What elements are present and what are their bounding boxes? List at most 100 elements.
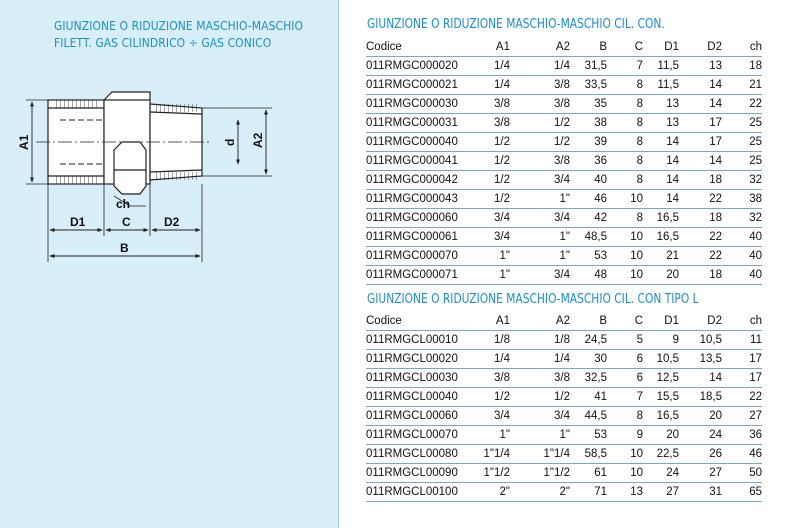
cell-ch: 17 bbox=[749, 372, 762, 384]
header-b: B bbox=[570, 312, 607, 331]
cell-b: 33,5 bbox=[584, 79, 607, 91]
header-a2: A2 bbox=[510, 312, 570, 331]
cell-a1: 1"1/2 bbox=[483, 467, 510, 479]
cell-codice: 011RMGCL00080 bbox=[366, 448, 458, 460]
header-d2: D2 bbox=[679, 38, 722, 57]
cell-codice: 011RMGC000061 bbox=[366, 231, 458, 243]
cell-b: 41 bbox=[594, 391, 607, 403]
header-codice: Codice bbox=[366, 38, 470, 57]
cell-d1: 13 bbox=[666, 117, 679, 129]
cell-c: 13 bbox=[630, 486, 643, 498]
cell-d2: 24 bbox=[709, 429, 722, 441]
cell-c: 6 bbox=[636, 372, 643, 384]
label-ch: ch bbox=[116, 197, 130, 211]
cell-d2: 14 bbox=[709, 98, 722, 110]
cell-codice: 011RMGCL00010 bbox=[366, 334, 458, 346]
header-c: C bbox=[607, 312, 643, 331]
cell-b: 30 bbox=[594, 353, 607, 365]
cell-d2: 22 bbox=[709, 250, 722, 262]
cell-ch: 17 bbox=[749, 353, 762, 365]
cell-codice: 011RMGC000031 bbox=[366, 117, 458, 129]
cell-c: 8 bbox=[636, 98, 643, 110]
cell-c: 10 bbox=[630, 448, 643, 460]
cell-d1: 14 bbox=[666, 193, 679, 205]
cell-c: 8 bbox=[636, 155, 643, 167]
cell-d2: 18 bbox=[709, 174, 722, 186]
cell-b: 48 bbox=[594, 269, 607, 281]
cell-ch: 27 bbox=[749, 410, 762, 422]
cell-d2: 14 bbox=[709, 155, 722, 167]
cell-d2: 18 bbox=[709, 212, 722, 224]
cell-c: 8 bbox=[636, 410, 643, 422]
cell-ch: 25 bbox=[749, 155, 762, 167]
cell-codice: 011RMGC000040 bbox=[366, 136, 458, 148]
cell-d1: 9 bbox=[672, 334, 679, 346]
cell-a1: 1" bbox=[499, 250, 510, 262]
cell-c: 10 bbox=[630, 467, 643, 479]
cell-a1: 1" bbox=[499, 429, 510, 441]
cell-codice: 011RMGC000041 bbox=[366, 155, 458, 167]
cell-codice: 011RMGC000043 bbox=[366, 193, 458, 205]
cell-a2: 1" bbox=[559, 250, 570, 262]
cell-a1: 1/2 bbox=[494, 136, 510, 148]
cell-codice: 011RMGCL00060 bbox=[366, 410, 458, 422]
cell-codice: 011RMGCL00040 bbox=[366, 391, 458, 403]
cell-a1: 2" bbox=[499, 486, 510, 498]
cell-d1: 16,5 bbox=[656, 410, 679, 422]
cell-d2: 20 bbox=[709, 410, 722, 422]
cell-d1: 13 bbox=[666, 98, 679, 110]
cell-ch: 38 bbox=[749, 193, 762, 205]
cell-d1: 15,5 bbox=[656, 391, 679, 403]
cell-ch: 40 bbox=[749, 250, 762, 262]
cell-a2: 3/4 bbox=[554, 174, 570, 186]
cell-b: 46 bbox=[594, 193, 607, 205]
cell-a2: 3/8 bbox=[554, 155, 570, 167]
cell-d1: 12,5 bbox=[656, 372, 679, 384]
header-c: C bbox=[607, 38, 643, 57]
cell-a1: 1/4 bbox=[494, 60, 510, 72]
header-d1: D1 bbox=[643, 38, 679, 57]
cell-d1: 16,5 bbox=[656, 231, 679, 243]
cell-codice: 011RMGCL00020 bbox=[366, 353, 458, 365]
cell-d1: 21 bbox=[666, 250, 679, 262]
label-a1: A1 bbox=[17, 134, 31, 150]
cell-ch: 65 bbox=[749, 486, 762, 498]
cell-d2: 13,5 bbox=[699, 353, 722, 365]
cell-d2: 27 bbox=[709, 467, 722, 479]
header-a1: A1 bbox=[470, 38, 510, 57]
cell-codice: 011RMGC000060 bbox=[366, 212, 458, 224]
cell-a2: 1/2 bbox=[554, 391, 570, 403]
header-a1: A1 bbox=[470, 312, 510, 331]
cell-b: 44,5 bbox=[584, 410, 607, 422]
cell-ch: 21 bbox=[749, 79, 762, 91]
cell-d1: 27 bbox=[666, 486, 679, 498]
cell-codice: 011RMGCL00100 bbox=[366, 486, 458, 498]
cell-c: 8 bbox=[636, 136, 643, 148]
label-d1: D1 bbox=[70, 215, 86, 229]
cell-d1: 11,5 bbox=[657, 60, 679, 72]
cell-d2: 14 bbox=[709, 79, 722, 91]
cell-a2: 1/2 bbox=[554, 117, 570, 129]
cell-d1: 14 bbox=[666, 136, 679, 148]
cell-a1: 3/4 bbox=[494, 231, 510, 243]
cell-d2: 22 bbox=[709, 231, 722, 243]
cell-a2: 1" bbox=[559, 231, 570, 243]
cell-a1: 1"1/4 bbox=[483, 448, 510, 460]
cell-a1: 1/4 bbox=[494, 79, 510, 91]
cell-codice: 011RMGCL00030 bbox=[366, 372, 458, 384]
cell-d1: 14 bbox=[666, 174, 679, 186]
header-codice: Codice bbox=[366, 312, 470, 331]
label-a2: A2 bbox=[251, 132, 265, 148]
cell-a2: 1" bbox=[559, 193, 570, 205]
